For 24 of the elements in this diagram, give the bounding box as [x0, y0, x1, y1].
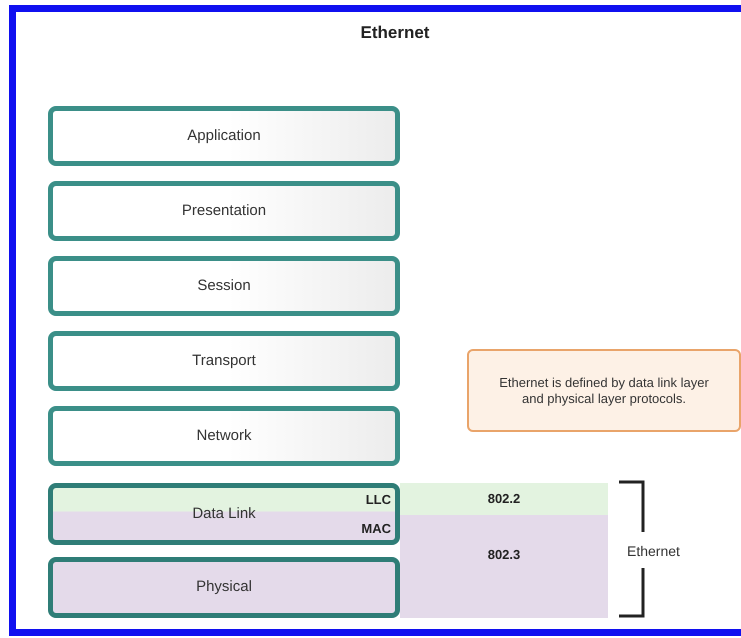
- sublayer-label: LLC: [366, 491, 391, 509]
- note-text: Ethernet is defined by data link layer and physical layer protocols.: [498, 374, 710, 406]
- sublayer-label: MAC: [361, 520, 391, 538]
- layer-label: Session: [197, 276, 251, 296]
- layer-box: [48, 557, 400, 618]
- layer-label: Physical: [196, 577, 252, 598]
- layer-label: Application: [187, 126, 261, 146]
- layer-label: Presentation: [182, 200, 266, 221]
- note-box: [467, 349, 741, 432]
- standard-label: 802.2: [488, 490, 520, 508]
- layer-box: [48, 406, 400, 466]
- layer-box: [48, 331, 400, 391]
- standard-band: [400, 515, 608, 618]
- layer-label: Network: [196, 426, 252, 446]
- layer-box: [48, 181, 400, 241]
- title: Ethernet: [360, 22, 430, 44]
- standard-band: [400, 483, 608, 515]
- layer-box: [48, 256, 400, 316]
- layer-box: [48, 106, 400, 166]
- layer-label: Transport: [192, 350, 256, 371]
- bracket-label: Ethernet: [627, 542, 680, 561]
- layer-box: [48, 483, 400, 545]
- standard-label: 802.3: [488, 546, 520, 564]
- layer-label: Data Link: [192, 504, 256, 524]
